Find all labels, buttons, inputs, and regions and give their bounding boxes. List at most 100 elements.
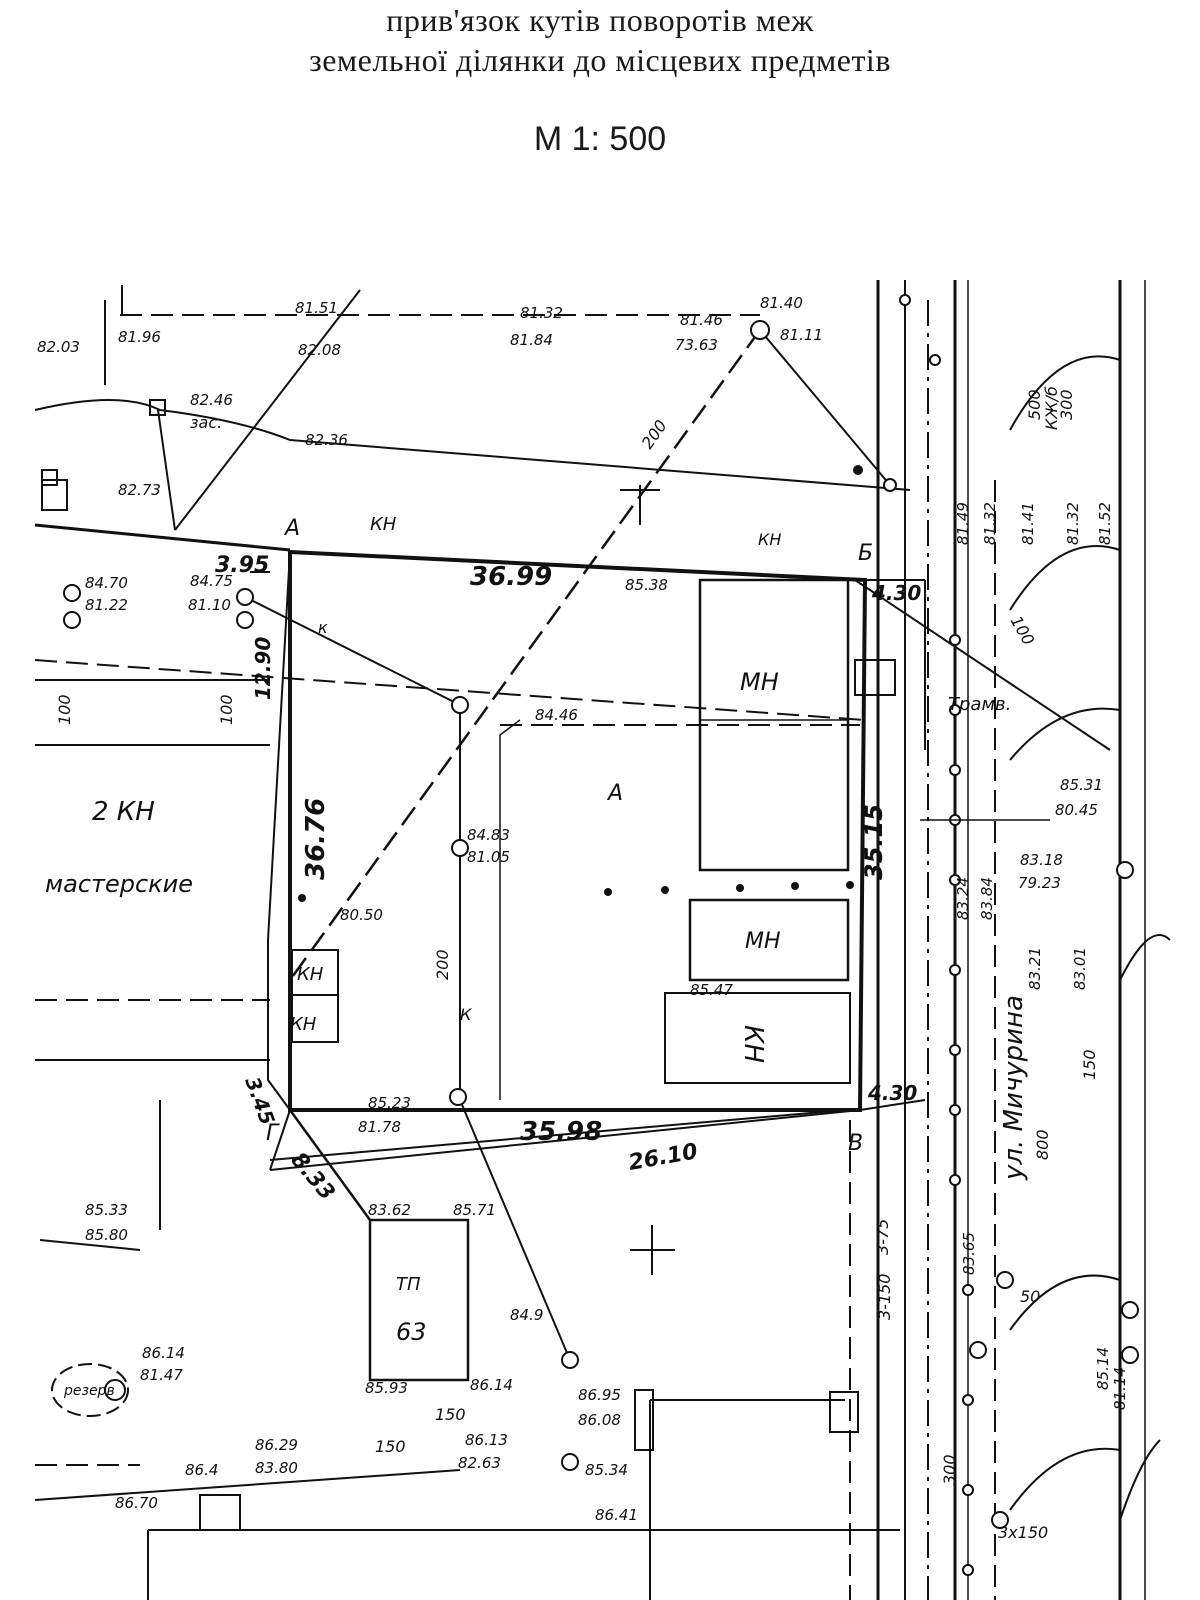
util-11: 150 (435, 1405, 466, 1424)
elev-12: 82.36 (305, 431, 348, 449)
util-7: 150 (1080, 1049, 1099, 1080)
left-block: 2 КН (92, 797, 155, 827)
elev-17: 81.10 (188, 596, 231, 614)
west-length: 36.76 (301, 798, 331, 880)
elev-38: 86.4 (185, 1461, 218, 1479)
tie-v-right: 4.30 (867, 1081, 917, 1105)
tp-number: 63 (396, 1318, 427, 1346)
elev-46: 79.23 (1018, 874, 1061, 892)
util-8: 300 (940, 1454, 959, 1485)
building-mn-upper: МН (740, 668, 779, 696)
tie-g-diag: 8.33 (285, 1148, 339, 1206)
elev-27: 85.71 (453, 1201, 496, 1219)
elev-48: 81.32 (981, 502, 999, 545)
survey-plan: А Б В Г 36.99 35.15 35.98 36.76 3.95 4.3… (34, 280, 1171, 1600)
elev-28: 84.9 (510, 1306, 543, 1324)
elevation-marks: 81.51 82.08 81.32 81.84 81.46 73.63 81.4… (37, 294, 1129, 1524)
survey-points (63, 320, 897, 1471)
elev-30: 86.14 (470, 1376, 513, 1394)
elev-52: 83.24 (954, 877, 972, 920)
elev-15: 84.75 (190, 572, 233, 590)
title-line-1: прив'язок кутів поворотів меж (386, 2, 814, 38)
elev-19: 84.46 (535, 706, 578, 724)
elev-16: 81.22 (85, 596, 128, 614)
elev-26: 83.62 (368, 1201, 411, 1219)
elev-5: 81.46 (680, 311, 723, 329)
building-kn-right: КН (738, 1025, 768, 1063)
elev-54: 83.21 (1026, 947, 1044, 990)
street-lines (876, 280, 1171, 1600)
util-3: 100 (55, 694, 74, 725)
south-length: 35.98 (520, 1117, 602, 1147)
elev-34: 86.13 (465, 1431, 508, 1449)
tie-b-right: 4.30 (871, 581, 921, 605)
util-4: 100 (217, 694, 236, 725)
tp-label: ТП (396, 1274, 421, 1295)
elev-40: 86.70 (115, 1494, 158, 1512)
building-kn-top: КН (370, 514, 397, 535)
markers: к К КЖ/б зас. (190, 386, 1061, 1024)
util-16: 50 (1020, 1287, 1040, 1306)
elev-59: 86.14 (142, 1344, 185, 1362)
elev-29: 85.93 (365, 1379, 408, 1397)
elev-23: 85.47 (690, 981, 733, 999)
elev-56: 83.65 (960, 1232, 978, 1275)
tie-g-left: 3.45 (240, 1074, 279, 1129)
elev-43: 85.31 (1060, 776, 1103, 794)
marker-k-1: к (318, 618, 328, 637)
tie-lines (104, 289, 1111, 1361)
elev-37: 83.80 (255, 1459, 298, 1477)
scale-label: М 1: 500 (533, 120, 667, 158)
tie-a-left: 3.95 (215, 553, 269, 578)
workshops-label: мастерские (45, 870, 193, 898)
north-length: 36.99 (470, 562, 552, 592)
elev-57: 85.14 (1094, 1347, 1112, 1390)
elev-60: 81.47 (140, 1366, 183, 1384)
inner-a: А (606, 781, 623, 806)
elev-53: 83.84 (978, 877, 996, 920)
elev-8: 81.11 (780, 326, 823, 344)
elev-50: 81.32 (1064, 502, 1082, 545)
util-14: 3-150 (875, 1274, 894, 1321)
marker-kzh: КЖ/б (1042, 386, 1061, 430)
tram-label: Трамв. (948, 694, 1011, 715)
elev-55: 83.01 (1071, 947, 1089, 990)
elev-44: 80.45 (1055, 801, 1098, 819)
util-13: 3х150 (998, 1523, 1048, 1542)
marker-k-2: К (460, 1005, 472, 1024)
building-kn-left-lower: КН (290, 1014, 317, 1035)
corner-g: Г (266, 1121, 280, 1146)
elev-6: 73.63 (675, 336, 718, 354)
elev-22: 80.50 (340, 906, 383, 924)
reserve-label: резерв (63, 1383, 115, 1399)
buildings (41, 399, 896, 1531)
util-2: 200 (433, 949, 452, 980)
corner-b: Б (858, 541, 873, 566)
elev-21: 81.05 (467, 848, 510, 866)
cross-mark (620, 485, 675, 1275)
util-12: 300 (1057, 389, 1076, 420)
util-10: 500 (1025, 389, 1044, 420)
tie-v-diag: 26.10 (627, 1139, 700, 1176)
title-block: прив'язок кутів поворотів меж земельної … (0, 0, 1200, 159)
east-length: 35.15 (860, 804, 888, 880)
elev-25: 81.78 (358, 1118, 401, 1136)
parcel-boundary (250, 549, 926, 1171)
corner-v: В (848, 1131, 863, 1156)
elev-10: 82.03 (37, 338, 80, 356)
elev-35: 82.63 (458, 1454, 501, 1472)
elev-32: 86.08 (578, 1411, 621, 1429)
elev-47: 81.49 (954, 502, 972, 545)
elev-36: 86.29 (255, 1436, 298, 1454)
elev-2: 82.08 (298, 341, 341, 359)
util-1: 200 (638, 416, 671, 452)
util-9: 800 (1033, 1129, 1052, 1160)
title-line-2: земельної ділянки до місцевих предметів (309, 42, 891, 78)
elev-4: 81.84 (510, 331, 553, 349)
util-5: 100 (1007, 613, 1039, 649)
marker-zas: зас. (190, 413, 222, 432)
building-kn-top-right: КН (758, 530, 781, 549)
elev-39: 86.41 (595, 1506, 638, 1524)
elev-18: 85.38 (625, 576, 668, 594)
elev-49: 81.41 (1019, 502, 1037, 545)
